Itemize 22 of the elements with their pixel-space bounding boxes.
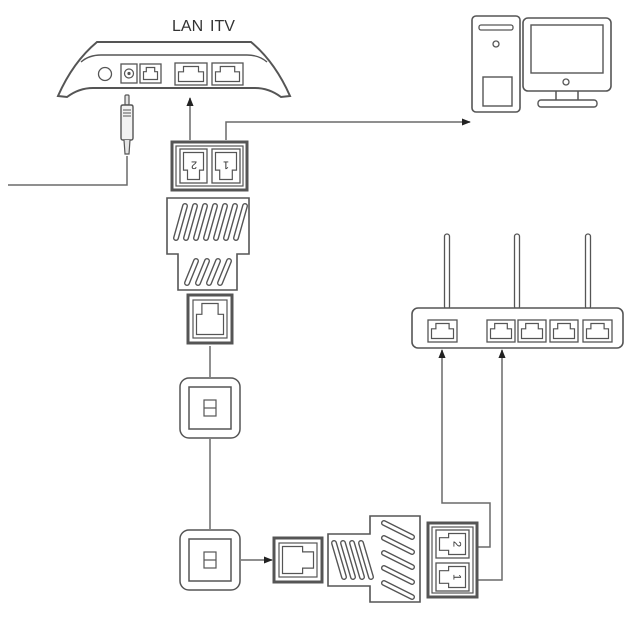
arrow: [478, 349, 506, 581]
splitter-drawing: [272, 513, 478, 605]
port-number: 1: [450, 574, 462, 580]
cable-line: [209, 346, 211, 377]
arrow: [186, 97, 194, 140]
cable-line: [209, 439, 211, 529]
port-number: 1: [222, 158, 230, 170]
power-plug-drawing: [118, 94, 136, 156]
router-drawing: [410, 232, 625, 350]
port-label: LAN: [172, 19, 204, 35]
wall-socket-drawing: [179, 529, 241, 591]
port-label: ITV: [210, 19, 235, 35]
wall-socket-drawing: [179, 377, 241, 439]
arrow: [225, 118, 471, 140]
arrow: [438, 349, 491, 548]
port-number: 2: [450, 540, 462, 548]
port-number: 2: [190, 158, 197, 170]
cable-line: [8, 156, 128, 186]
splitter-drawing: [163, 140, 253, 346]
modem-drawing: [55, 38, 293, 98]
desktop-computer-drawing: [470, 14, 612, 114]
arrow: [241, 556, 273, 564]
